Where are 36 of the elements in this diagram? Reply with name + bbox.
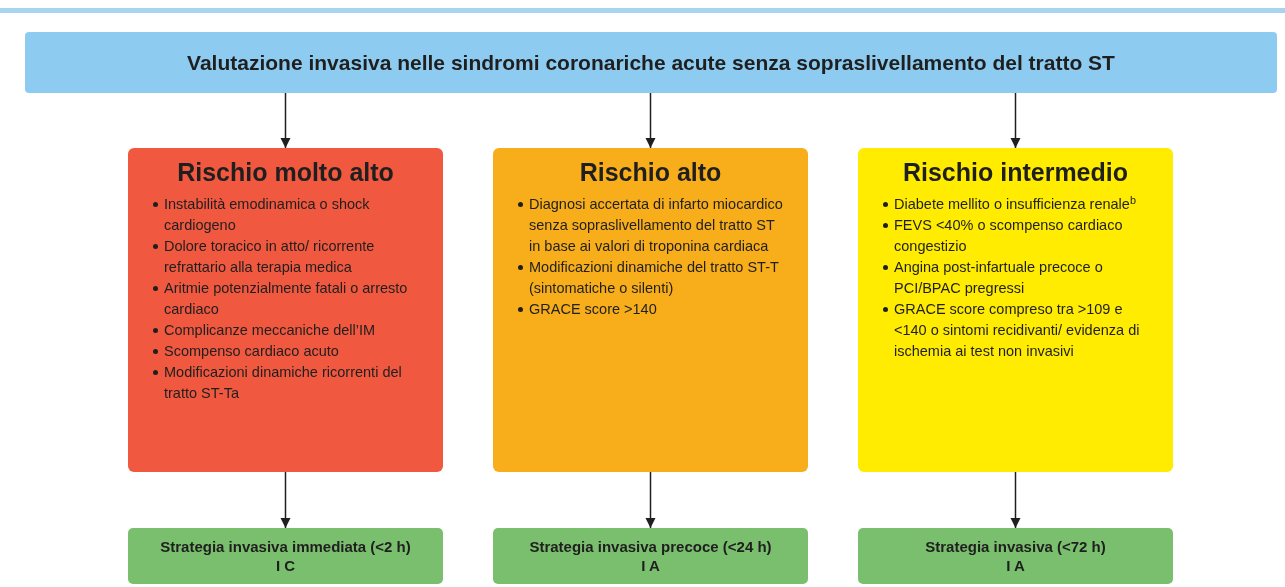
strategy-text: Strategia invasiva immediata (<2 h) <box>160 537 411 556</box>
risk-heading: Rischio intermedio <box>902 157 1128 188</box>
title-box <box>25 32 1277 93</box>
criterion-text: Angina post-infartuale precoce o PCI/BPAC pregressi <box>894 258 1104 298</box>
recommendation-class: I A <box>1006 556 1025 575</box>
strategy-text: Strategia invasiva (<72 h) <box>925 537 1106 556</box>
criterion-text: Diabete mellito o insufficienza renale$^{b}$ <box>894 194 1136 214</box>
recommendation-class: I A <box>641 556 660 575</box>
risk-box <box>493 148 808 472</box>
risk-heading: Rischio alto <box>579 157 722 188</box>
strategy-text: Strategia invasiva precoce (<24 h) <box>529 537 772 556</box>
criterion-text: GRACE score >140 <box>529 300 657 319</box>
criterion-text: Scompenso cardiaco acuto <box>164 342 339 361</box>
arrow <box>1010 471 1021 529</box>
arrow <box>645 92 656 149</box>
criterion-text: Dolore toracico in atto/ ricorrente refrattario alla terapia medica <box>164 237 376 277</box>
criterion-text: FEVS <40% o scompenso cardiaco congestizio <box>894 216 1124 256</box>
risk-box <box>128 148 443 472</box>
strategy-box <box>493 528 808 584</box>
criterion-text: Diagnosi accertata di infarto miocardico senza sopraslivellamento del tratto ST in base ai valori di troponina cardiaca <box>529 195 783 256</box>
criterion-text: Modificazioni dinamiche ricorrenti del tratto ST-Ta <box>164 363 403 403</box>
criterion-text: Modificazioni dinamiche del tratto ST-T (sintomatiche o silenti) <box>529 258 780 298</box>
criterion-text: Complicanze meccaniche dell’IM <box>164 321 376 340</box>
title-text: Valutazione invasiva nelle sindromi coronariche acute senza sopraslivellamento del tratto ST <box>187 49 1115 76</box>
risk-box <box>858 148 1173 472</box>
criterion-text: Aritmie potenzialmente fatali o arresto cardiaco <box>164 279 409 319</box>
risk-heading: Rischio molto alto <box>177 157 394 188</box>
strategy-box <box>858 528 1173 584</box>
criterion-text: Instabilità emodinamica o shock cardiogeno <box>164 195 371 235</box>
strategy-box <box>128 528 443 584</box>
arrow <box>1010 92 1021 149</box>
recommendation-class: I C <box>275 556 296 575</box>
arrow <box>645 471 656 529</box>
arrow <box>280 471 291 529</box>
criterion-text: GRACE score compreso tra >109 e <140 o sintomi recidivanti/ evidenza di ischemia ai test non invasivi <box>894 300 1141 361</box>
arrow <box>280 92 291 149</box>
